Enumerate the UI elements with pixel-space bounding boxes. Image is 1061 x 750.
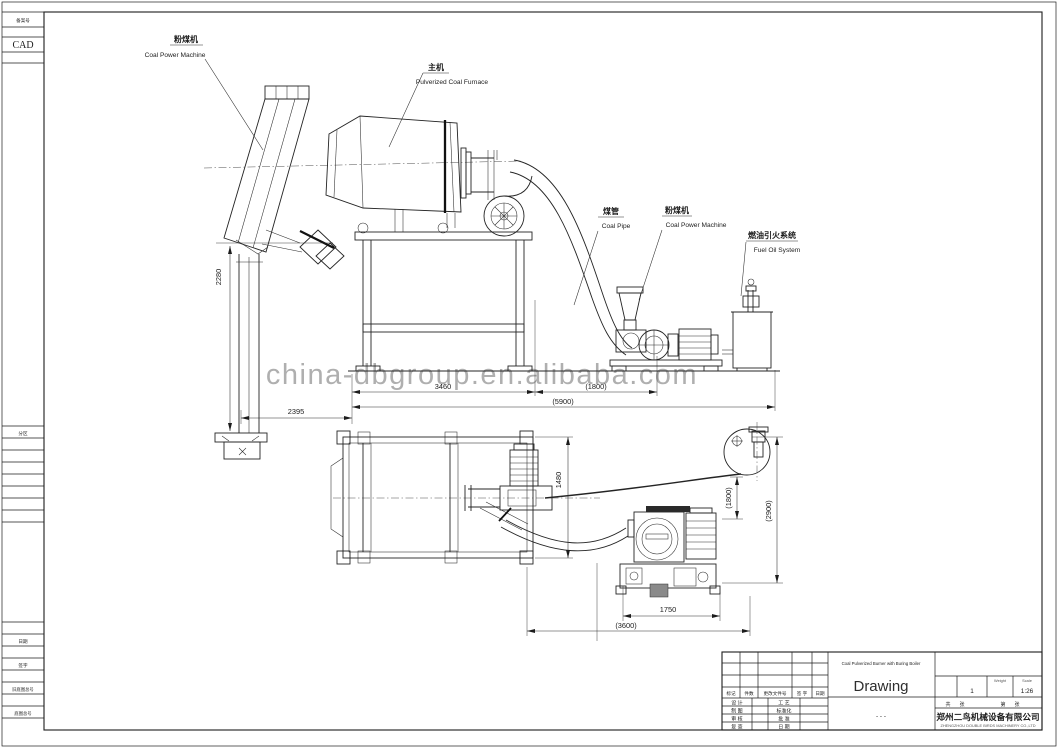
drawing-title: Drawing [853,678,908,695]
svg-text:Coal Power Machine: Coal Power Machine [145,52,206,59]
dim-2280: 2280 [214,269,223,285]
scale-label: Scale [1022,678,1032,683]
svg-text:主机: 主机 [428,62,444,72]
strip-date-label: 日期 [18,639,28,645]
plan-mill [615,506,721,598]
company-name-cn: 郑州二鸟机械设备有限公司 [936,711,1039,722]
sheet-no-label: 第 [1000,701,1005,708]
svg-text:Coal Power Machine: Coal Power Machine [666,222,727,229]
dim-1750: 1750 [660,605,676,614]
hdr-date: 日期 [815,691,825,697]
watermark-text: china-dbgroup.en.alibaba.com [266,359,698,391]
title-block: 标记 件数 更改文件号 签 字 日期 设 计 制 图 审 核 复 查 工 艺 标… [721,651,1043,731]
svg-text:煤管: 煤管 [603,206,619,216]
fuel-oil-tank [722,278,773,371]
dim-2395: 2395 [288,407,304,416]
dim-1800-plan: (1800) [724,487,733,508]
hdr-sign: 签 字 [797,690,808,696]
furnace-stand [354,222,533,372]
svg-text:Fuel Oil System: Fuel Oil System [754,247,801,254]
label-furnace: 主机 Pulverized Coal Furnace [388,62,489,148]
svg-text:粉煤机: 粉煤机 [665,205,689,215]
hdr-mark: 标记 [726,690,736,697]
strip-sign-label: 签字 [18,662,28,668]
plan-view [330,422,771,598]
qty-value: 1 [970,688,974,695]
left-strip: 备案号 CAD 分区 日期 签字 旧底图总号 底图总号 [2,17,44,719]
row-process: 工 艺 [778,701,789,707]
row-review: 复 查 [731,724,742,731]
label-coal-pipe: 煤管 Coal Pipe [573,206,631,306]
row-check: 审 核 [731,716,742,723]
weight-label: Weight [994,678,1007,683]
coal-pipe-curve [509,159,633,356]
hdr-doc: 更改文件号 [764,690,787,697]
label-fuel: 燃油引火系统 Fuel Oil System [740,230,801,297]
strip-top-label: 备案号 [16,17,30,24]
plan-dimensions: 1480 (1800) (2900) 1750 (3600) [526,436,783,641]
burner-fan [460,147,533,237]
dim-1800-side: (1800) [585,382,606,391]
hdr-count: 件数 [744,690,754,697]
row-standard: 标准化 [776,708,791,715]
strip-old-master-label: 旧底图总号 [12,686,33,693]
sheet-total-label: 共 [945,701,950,708]
plan-motor-outlet [464,443,742,531]
svg-text:燃油引火系统: 燃油引火系统 [748,230,796,240]
row-approve: 批 准 [778,716,789,723]
company-name-en: ZHENGZHOU DOUBLE BIRDS MACHINERY CO.,LTD [940,723,1035,728]
drawing-code: - - - [876,713,886,720]
strip-master-label: 底图总号 [14,710,31,717]
label-feeder: 粉煤机 Coal Power Machine [145,34,264,151]
svg-text:Pulverized Coal Furnace: Pulverized Coal Furnace [416,79,489,86]
mill-side [609,286,723,372]
svg-text:Coal Pipe: Coal Pipe [602,223,631,230]
side-dimensions: 2280 2395 3460 (1800) (5900) [214,246,776,431]
sheet-total-unit: 张 [959,701,964,708]
row-draw: 制 图 [731,708,742,715]
dim-2900: (2900) [764,500,773,521]
row-date: 日 期 [778,725,789,731]
plan-coal-pipes [500,519,629,552]
drawing-subtitle: Coal Pulverized Burner with Buring Boile… [842,661,921,666]
row-design: 设 计 [731,700,742,707]
side-view [203,85,780,460]
info-table: Weight Scale 1 1:26 共 张 第 张 郑州二鸟机械设备有限公司… [935,675,1042,728]
furnace-centerline [203,160,523,169]
feeder-machine [214,85,345,460]
strip-cad-label: CAD [12,40,33,51]
svg-text:粉煤机: 粉煤机 [174,34,198,44]
dim-3460: 3460 [435,382,451,391]
dim-1480: 1480 [554,472,563,488]
sheet-no-unit: 张 [1014,701,1019,708]
scale-value: 1:26 [1021,688,1034,695]
annotations: 粉煤机 Coal Power Machine 主机 Pulverized Coa… [145,34,801,306]
dim-3600: (3600) [615,621,636,630]
drawing-title-cell: Coal Pulverized Burner with Buring Boile… [828,661,935,720]
furnace-body [325,115,462,232]
revision-table: 标记 件数 更改文件号 签 字 日期 设 计 制 图 审 核 复 查 工 艺 标… [722,652,828,731]
strip-zone-label: 分区 [18,430,28,437]
plan-frame [330,430,534,565]
label-mill: 粉煤机 Coal Power Machine [638,205,727,301]
dim-5900: (5900) [552,397,573,406]
plan-fuel-circle [723,422,771,481]
